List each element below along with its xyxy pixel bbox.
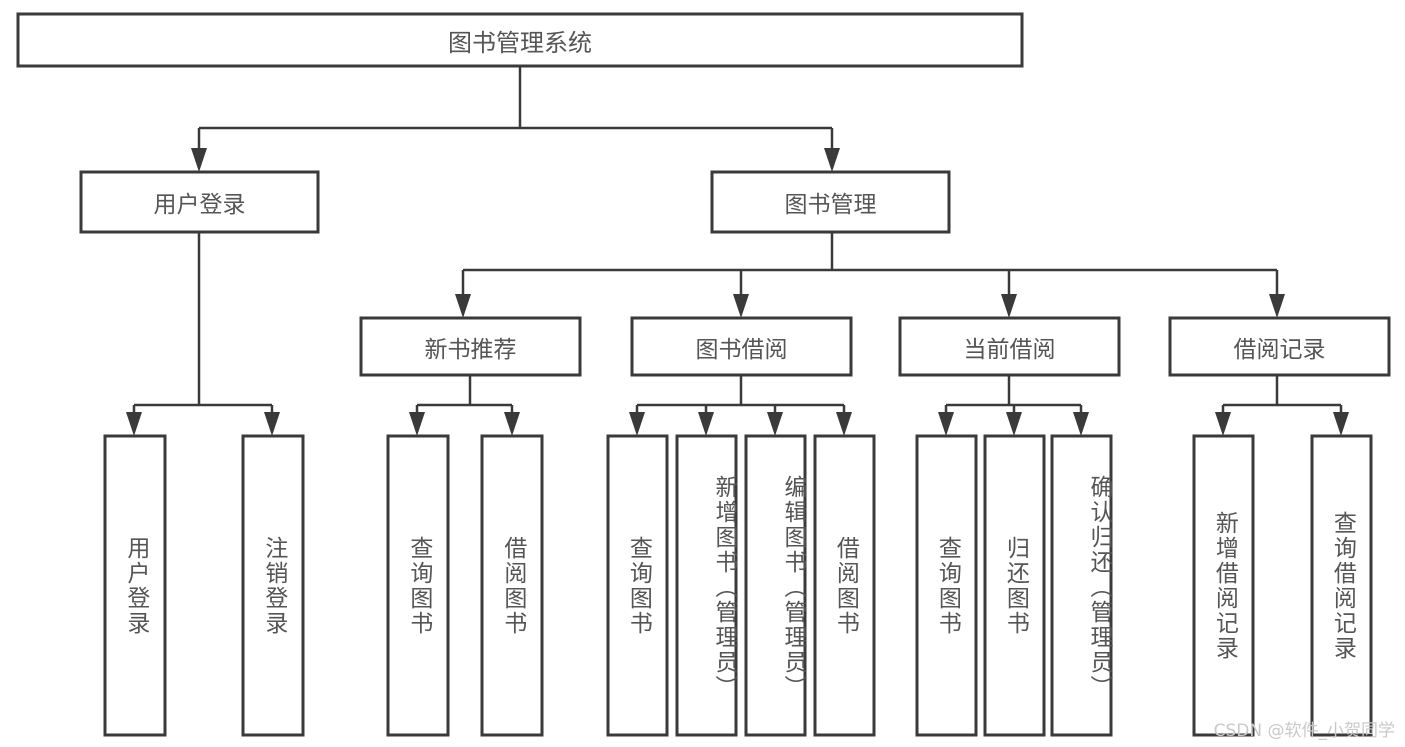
node-leaf-currentborrow-return-book[interactable] xyxy=(983,434,1046,737)
arrow-head-bookmanage-3 xyxy=(1001,294,1017,318)
arrow-head-bookmanage-4 xyxy=(1269,294,1285,318)
arrow-head-bookborrow-4 xyxy=(836,412,852,436)
node-leaf-bookborrow-query-book[interactable] xyxy=(606,434,669,737)
arrow-head-newbook-2 xyxy=(504,412,520,436)
node-root-book-management-system[interactable] xyxy=(16,12,1024,68)
arrow-head-borrowrecord-1 xyxy=(1215,412,1231,436)
arrow-head-root-2 xyxy=(824,148,840,172)
node-leaf-currentborrow-confirm-return[interactable] xyxy=(1050,434,1113,737)
node-level2-book-borrow[interactable] xyxy=(630,316,853,377)
node-leaf-borrowrecord-query-record[interactable] xyxy=(1310,434,1373,737)
arrow-head-bookborrow-2 xyxy=(698,412,714,436)
arrow-head-newbook-1 xyxy=(409,412,425,436)
connector-group-root xyxy=(191,66,840,172)
arrow-head-currentborrow-2 xyxy=(1006,412,1022,436)
node-level2-borrow-record[interactable] xyxy=(1168,316,1391,377)
node-leaf-user-login-login[interactable] xyxy=(103,434,167,737)
node-leaf-newbook-query-book[interactable] xyxy=(386,434,450,737)
arrow-head-borrowrecord-2 xyxy=(1333,412,1349,436)
node-level1-user-login[interactable] xyxy=(79,170,320,234)
arrow-head-currentborrow-3 xyxy=(1073,412,1089,436)
node-leaf-bookborrow-borrow-book[interactable] xyxy=(813,434,876,737)
node-leaf-currentborrow-query-book[interactable] xyxy=(915,434,978,737)
node-leaf-borrowrecord-add-record[interactable] xyxy=(1192,434,1255,737)
arrow-head-userlogin-2 xyxy=(264,412,280,436)
node-leaf-bookborrow-add-book[interactable] xyxy=(675,434,738,737)
connector-group-user-login xyxy=(126,232,280,436)
node-leaf-user-login-logout[interactable] xyxy=(241,434,305,737)
node-leaf-newbook-borrow-book[interactable] xyxy=(480,434,544,737)
connector-group-book-borrow xyxy=(629,375,852,436)
arrow-head-bookmanage-2 xyxy=(733,294,749,318)
node-leaf-bookborrow-edit-book[interactable] xyxy=(744,434,807,737)
node-level2-current-borrow[interactable] xyxy=(898,316,1121,377)
connector-group-borrow-record xyxy=(1215,375,1349,436)
arrow-head-bookmanage-1 xyxy=(455,294,471,318)
connector-group-book-manage xyxy=(455,232,1285,318)
arrow-head-bookborrow-1 xyxy=(629,412,645,436)
node-level2-new-book-recommend[interactable] xyxy=(359,316,582,377)
connector-group-new-book xyxy=(409,375,520,436)
arrow-head-userlogin-1 xyxy=(126,412,142,436)
arrow-head-bookborrow-3 xyxy=(767,412,783,436)
connector-group-current-borrow xyxy=(938,375,1089,436)
node-level1-book-management[interactable] xyxy=(710,170,951,234)
arrow-head-root-1 xyxy=(191,148,207,172)
arrow-head-currentborrow-1 xyxy=(938,412,954,436)
